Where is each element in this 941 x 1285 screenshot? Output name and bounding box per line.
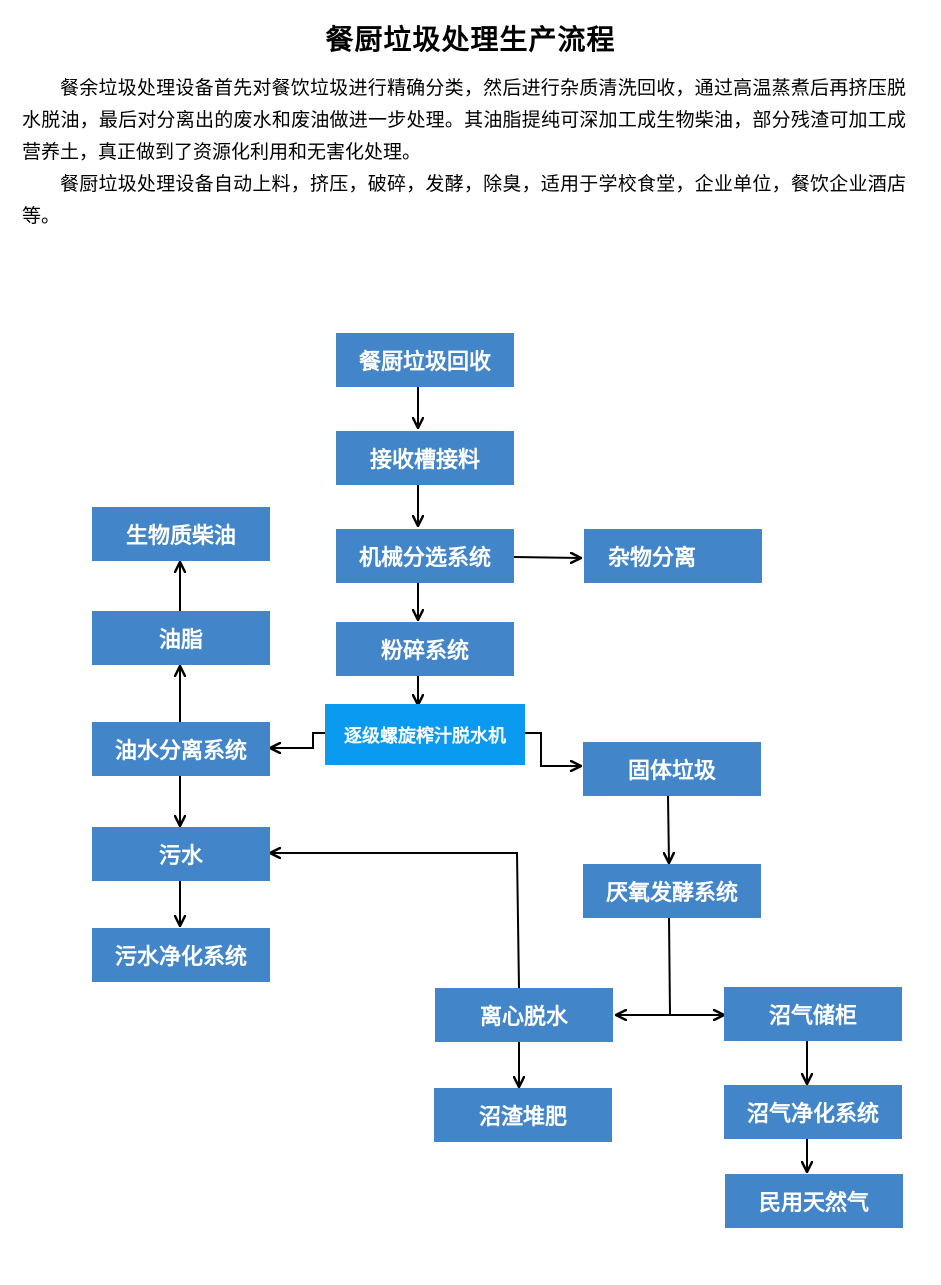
- edge-anaerobic-junction: [668, 917, 671, 1016]
- node-impurity: 杂物分离: [584, 529, 762, 583]
- node-receive: 接收槽接料: [336, 431, 514, 485]
- node-biodiesel: 生物质柴油: [92, 507, 270, 561]
- node-purify-water: 污水净化系统: [92, 928, 270, 982]
- node-grease: 油脂: [92, 611, 270, 665]
- node-solid-waste: 固体垃圾: [583, 742, 761, 796]
- edge-solid-anaerobic: [668, 795, 669, 863]
- edge-press-solid: [525, 732, 581, 766]
- node-civil-gas: 民用天然气: [725, 1174, 903, 1228]
- edge-centrifuge-wastewater: [270, 853, 520, 989]
- node-centrifuge: 离心脱水: [435, 988, 613, 1042]
- node-crushing: 粉碎系统: [336, 622, 514, 676]
- intro-paragraph-1: 餐余垃圾处理设备首先对餐饮垃圾进行精确分类，然后进行杂质清洗回收，通过高温蒸煮后…: [22, 77, 906, 163]
- node-anaerobic: 厌氧发酵系统: [583, 864, 761, 918]
- node-gas-storage: 沼气储柜: [724, 987, 902, 1041]
- node-screw-press: 逐级螺旋榨汁脱水机: [325, 704, 525, 765]
- node-sorting: 机械分选系统: [336, 529, 514, 583]
- edge-press-oilwater: [270, 732, 325, 748]
- node-oil-water: 油水分离系统: [92, 722, 270, 776]
- node-wastewater: 污水: [92, 827, 270, 881]
- intro-paragraph-2: 餐厨垃圾处理设备自动上料，挤压，破碎，发酵，除臭，适用于学校食堂，企业单位，餐饮…: [22, 173, 906, 227]
- edge-sorting-impurity: [513, 557, 581, 558]
- node-recycle: 餐厨垃圾回收: [336, 333, 514, 387]
- page-title: 餐厨垃圾处理生产流程: [325, 23, 616, 56]
- node-gas-purify: 沼气净化系统: [724, 1085, 902, 1139]
- node-compost: 沼渣堆肥: [434, 1088, 612, 1142]
